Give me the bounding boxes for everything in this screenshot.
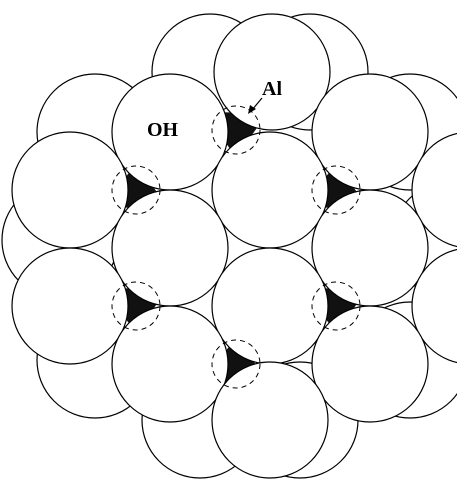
front-oh-sphere [211,361,329,479]
front-oh-sphere [11,131,129,249]
al-pointer-arrow [248,97,263,114]
front-oh-sphere [211,131,329,249]
front-oh-sphere [111,189,229,307]
al-position-dashed-circle [311,165,361,215]
front-hydroxyl-layer [11,13,457,479]
aluminum-position-layer [111,105,361,389]
al-position-dashed-circle [211,339,261,389]
al-position-dashed-circle [111,281,161,331]
front-oh-sphere [11,247,129,365]
front-oh-sphere [111,305,229,423]
front-oh-sphere [311,73,429,191]
front-oh-sphere [211,247,329,365]
front-oh-sphere [213,13,331,131]
front-oh-sphere [311,305,429,423]
oh-label: OH [147,119,179,141]
al-position-dashed-circle [211,105,261,155]
al-position-dashed-circle [311,281,361,331]
front-oh-sphere [411,132,457,248]
al-position-dashed-circle [111,165,161,215]
front-oh-sphere [411,248,457,364]
al-label: Al [262,78,282,100]
front-oh-sphere [311,189,429,307]
